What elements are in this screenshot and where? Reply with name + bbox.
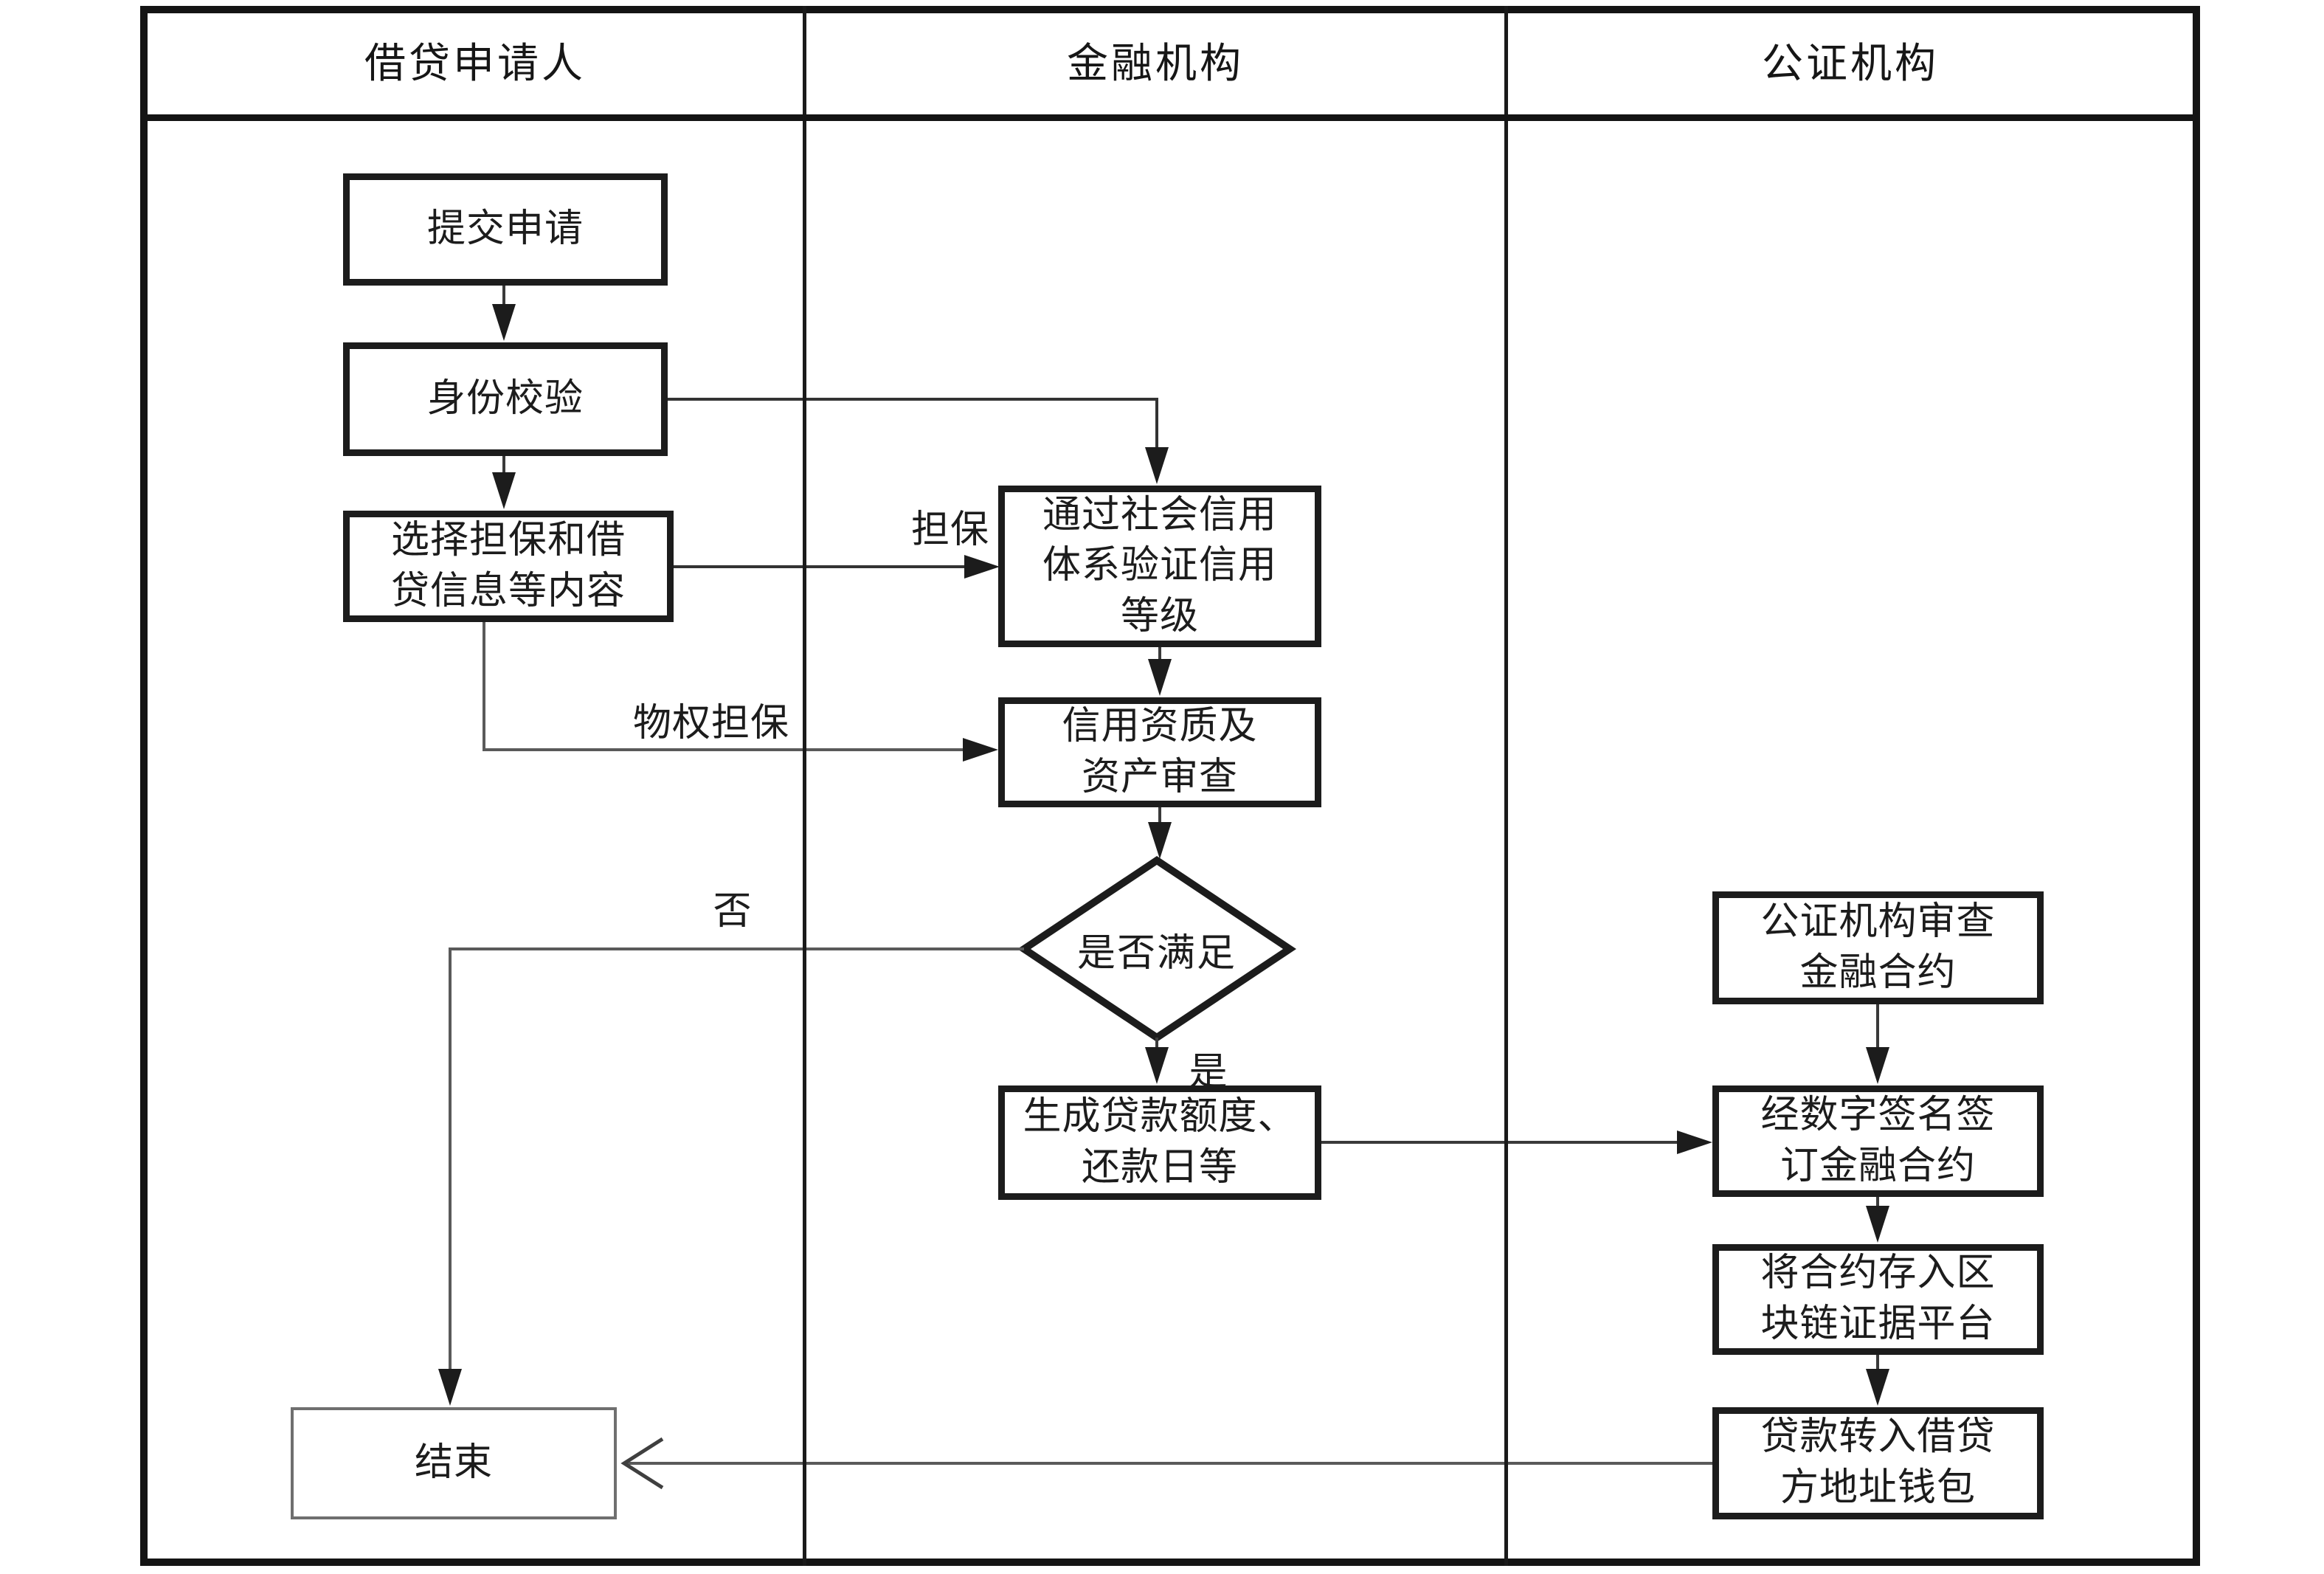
edge-sign-to-store — [1866, 1197, 1889, 1243]
edge-decision-yes-to-generate — [1145, 1038, 1169, 1084]
edge-notary-review-to-sign — [1866, 1004, 1889, 1084]
edge-generate-to-sign — [1321, 1131, 1712, 1154]
edge-label-no: 否 — [713, 890, 753, 933]
edge-identity-to-select — [492, 456, 516, 509]
node-transfer-loan-wallet: 贷款转入借贷 方地址钱包 — [1712, 1407, 2044, 1519]
lane-divider-1 — [803, 6, 806, 1566]
node-identity-verification: 身份校验 — [343, 342, 668, 456]
lane-header-financial: 金融机构 — [1067, 41, 1244, 87]
node-end: 结束 — [291, 1407, 617, 1519]
edge-select-to-credit-verify — [670, 555, 1000, 579]
edge-identity-to-credit-verify — [668, 398, 1169, 484]
node-social-credit-verify: 通过社会信用 体系验证信用 等级 — [998, 486, 1321, 647]
node-credit-asset-review: 信用资质及 资产审查 — [998, 697, 1321, 807]
node-select-guarantee-info: 选择担保和借 贷信息等内容 — [343, 511, 674, 622]
header-separator — [140, 114, 2200, 121]
edge-decision-no-to-end — [438, 947, 1024, 1406]
edge-label-property-guarantee: 物权担保 — [632, 702, 789, 745]
lane-divider-2 — [1504, 6, 1508, 1566]
node-digital-signature-sign: 经数字签名签 订金融合约 — [1712, 1085, 2044, 1197]
edge-label-yes: 是 — [1189, 1051, 1228, 1094]
node-generate-loan-terms: 生成贷款额度、 还款日等 — [998, 1085, 1321, 1200]
node-submit-application: 提交申请 — [343, 173, 668, 286]
lane-header-applicant: 借贷申请人 — [364, 41, 586, 87]
edge-credit-verify-to-credit-review — [1148, 647, 1172, 696]
node-notary-review-contract: 公证机构审查 金融合约 — [1712, 891, 2044, 1004]
edge-submit-to-identity — [492, 286, 516, 341]
lane-header-notary: 公证机构 — [1762, 41, 1939, 87]
edge-label-guarantee: 担保 — [910, 508, 989, 551]
node-store-blockchain-evidence: 将合约存入区 块链证据平台 — [1712, 1244, 2044, 1355]
edge-credit-review-to-decision — [1148, 807, 1172, 859]
edge-store-to-transfer — [1866, 1355, 1889, 1406]
swimlane-frame — [140, 6, 2200, 1566]
node-decision-satisfied: 是否满足 — [1076, 932, 1237, 975]
